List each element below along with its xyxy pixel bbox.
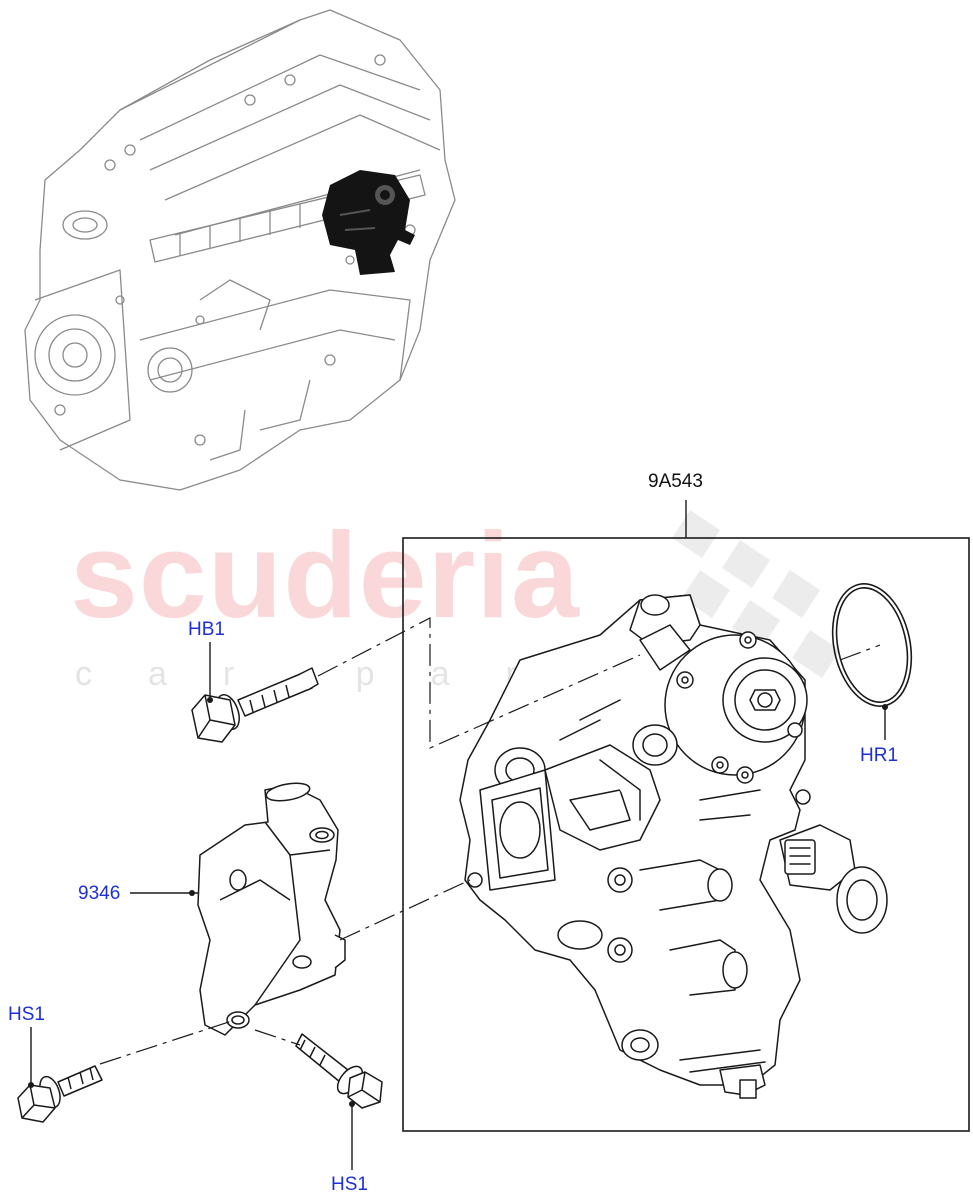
hb1-dot <box>207 697 213 703</box>
hs1-left-dot <box>28 1082 34 1088</box>
callout-9a543: 9A543 <box>648 471 703 492</box>
bolt-hb1-drawing <box>191 667 319 743</box>
callout-hs1-bottom: HS1 <box>331 1174 368 1195</box>
bracket-drawing <box>197 782 346 1036</box>
engine-overview <box>24 9 456 491</box>
bracket-dot <box>189 890 195 896</box>
callout-hs1-left: HS1 <box>8 1004 45 1025</box>
screw-hs1-bottom-drawing <box>295 1033 383 1109</box>
callout-hb1: HB1 <box>188 619 225 640</box>
o-ring-drawing <box>831 583 913 707</box>
watermark-brand: scuderia <box>70 507 580 643</box>
oring-dot <box>882 704 888 710</box>
callout-9346: 9346 <box>78 883 121 904</box>
hs1-bottom-dot <box>349 1101 355 1107</box>
callout-hr1: HR1 <box>860 745 899 766</box>
highlighted-pump <box>322 170 415 275</box>
screw-hs1-left-drawing <box>17 1065 103 1123</box>
assembly-lines <box>99 617 881 1065</box>
fuel-pump-drawing <box>459 594 888 1099</box>
